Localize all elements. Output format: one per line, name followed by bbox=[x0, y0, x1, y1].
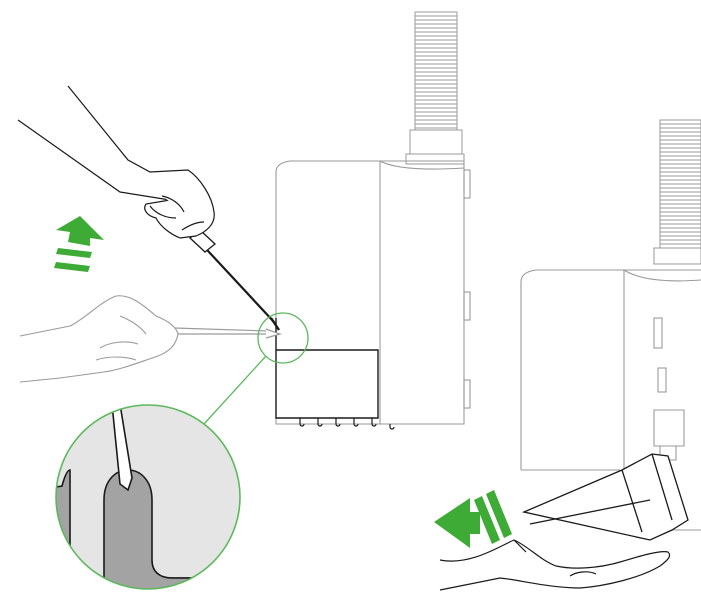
hand-right bbox=[440, 540, 670, 590]
callout-connector bbox=[204, 356, 266, 424]
screwdriver-upper bbox=[190, 230, 279, 330]
hand-upper bbox=[18, 86, 214, 238]
unit-cover-right-removed bbox=[524, 454, 688, 540]
arrow-left-striped-icon bbox=[434, 490, 512, 548]
duct-collar-left bbox=[406, 130, 464, 164]
duct-hose-left bbox=[415, 12, 457, 130]
screwdriver-lower bbox=[174, 328, 280, 338]
latch-detail-magnifier bbox=[50, 400, 250, 597]
hand-lower bbox=[20, 296, 178, 382]
duct-hose-right bbox=[660, 120, 701, 248]
unit-cover-left bbox=[276, 318, 378, 418]
arrow-up-striped-icon bbox=[54, 216, 104, 272]
duct-collar-right bbox=[654, 248, 701, 264]
